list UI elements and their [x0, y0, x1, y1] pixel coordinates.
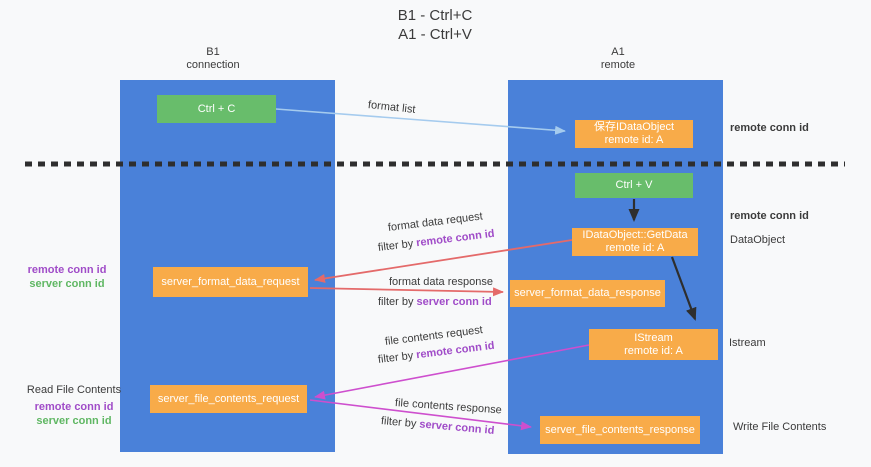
node-istream-line2: remote id: A: [624, 344, 683, 357]
node-idataobject-getdata: IDataObject::GetData remote id: A: [572, 228, 698, 256]
edge-label-file-contents-response: file contents response: [394, 397, 503, 417]
side-label-dataobject: DataObject: [730, 234, 786, 246]
node-save-idataobject-line2: remote id: A: [604, 134, 664, 146]
arrow-format-data-response: [309, 287, 504, 297]
side-label-server-conn-id-left-2: server conn id: [36, 415, 112, 427]
node-server-format-data-response-label: server_format_data_response: [514, 287, 661, 299]
edge-label-filter-server-2: filter by server conn id: [380, 415, 494, 437]
side-label-write-file-contents: Write File Contents: [733, 421, 827, 433]
node-ctrl-c: Ctrl + C: [157, 95, 276, 123]
node-save-idataobject-line1: 保存IDataObject: [593, 121, 675, 133]
side-label-remote-conn-id-2: remote conn id: [730, 210, 809, 222]
node-istream: IStream remote id: A: [589, 329, 718, 360]
node-ctrl-v: Ctrl + V: [575, 173, 693, 198]
edge-label-format-list: format list: [367, 99, 417, 116]
node-server-file-contents-response: server_file_contents_response: [540, 416, 700, 444]
node-server-format-data-request: server_format_data_request: [153, 267, 308, 297]
filter-by-text: filter by: [377, 349, 417, 366]
left-column-subtitle: connection: [186, 59, 240, 71]
server-conn-id-text: server conn id: [418, 418, 495, 437]
node-ctrl-c-label: Ctrl + C: [197, 102, 236, 115]
edge-label-format-data-response: format data response: [389, 276, 493, 288]
node-idataobject-getdata-line1: IDataObject::GetData: [582, 229, 688, 241]
left-column-header: B1 connection: [158, 46, 268, 72]
filter-by-text: filter by: [377, 237, 417, 254]
remote-conn-id-text: remote conn id: [415, 227, 496, 250]
server-conn-id-text: server conn id: [416, 296, 492, 308]
filter-by-text: filter by: [380, 415, 420, 431]
node-server-format-data-response: server_format_data_response: [510, 280, 665, 307]
node-ctrl-v-label: Ctrl + V: [615, 179, 653, 191]
left-read-file-block: Read File Contents remote conn id server…: [18, 383, 130, 428]
side-label-remote-conn-id-left-2: remote conn id: [34, 401, 114, 413]
filter-by-text: filter by: [378, 296, 417, 308]
title-line-1: B1 - Ctrl+C: [397, 7, 473, 24]
side-label-istream: Istream: [729, 337, 766, 349]
node-istream-line1: IStream: [634, 331, 673, 344]
node-save-idataobject: 保存IDataObject remote id: A: [575, 120, 693, 148]
right-column-subtitle: remote: [600, 59, 636, 71]
title-line-2: A1 - Ctrl+V: [398, 26, 472, 43]
node-server-file-contents-request-label: server_file_contents_request: [157, 392, 300, 405]
side-label-server-conn-id-left-1: server conn id: [29, 278, 105, 290]
diagram-title: B1 - Ctrl+C A1 - Ctrl+V: [330, 6, 540, 44]
node-server-format-data-request-label: server_format_data_request: [161, 275, 300, 288]
side-label-read-file-contents: Read File Contents: [26, 384, 122, 396]
edge-label-filter-server-1: filter by server conn id: [378, 296, 492, 308]
side-label-remote-conn-id-left-1: remote conn id: [27, 264, 107, 276]
left-column-name: B1: [206, 46, 220, 58]
remote-conn-id-text: remote conn id: [415, 339, 496, 362]
left-conn-id-block-1: remote conn id server conn id: [12, 263, 122, 291]
right-column-header: A1 remote: [563, 46, 673, 72]
right-column-name: A1: [611, 46, 625, 58]
node-idataobject-getdata-line2: remote id: A: [605, 242, 665, 254]
side-label-remote-conn-id-1: remote conn id: [730, 122, 809, 134]
node-server-file-contents-response-label: server_file_contents_response: [545, 423, 695, 436]
node-server-file-contents-request: server_file_contents_request: [150, 385, 307, 413]
